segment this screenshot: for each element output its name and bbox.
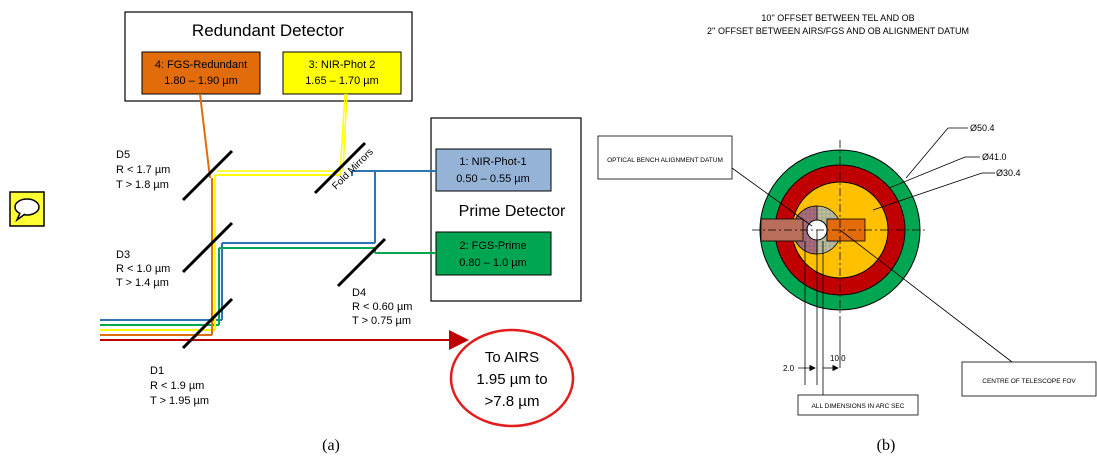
dims-note-box <box>797 394 919 416</box>
dichroic-mirrors <box>181 141 387 350</box>
fgs-redundant-range: 1.80 – 1.90 µm <box>164 75 238 87</box>
nir-phot2-range: 1.65 – 1.70 µm <box>305 75 379 87</box>
mirror-d3 <box>181 221 234 274</box>
nir-phot1-range: 0.50 – 0.55 µm <box>456 173 530 185</box>
centre-fov-label: CENTRE OF TELESCOPE FOV <box>982 378 1076 385</box>
d5-r: R < 1.7 µm <box>116 164 170 176</box>
airs-line2: 1.95 µm to <box>476 371 547 388</box>
fgs-prime-range: 0.80 – 1.0 µm <box>459 257 527 269</box>
centre-fov-box <box>961 361 1097 397</box>
dimension-lines <box>798 230 841 395</box>
airs-line1: To AIRS <box>485 349 539 366</box>
dims-note-label: ALL DIMENSIONS IN ARC SEC <box>812 403 905 410</box>
panel-a-diagram: Redundant Detector 4: FGS-Redundant 1.80… <box>100 11 582 454</box>
diam-inner-label: Ø30.4 <box>996 168 1021 178</box>
diam-outer-label: Ø50.4 <box>970 123 995 133</box>
fgs-redundant-box <box>141 51 261 95</box>
d3-r: R < 1.0 µm <box>116 263 170 275</box>
airs-line3: >7.8 µm <box>485 393 540 410</box>
fgs-prime-label: 2: FGS-Prime <box>459 240 526 252</box>
d4-r: R < 0.60 µm <box>352 301 412 313</box>
datum-label-box <box>597 135 733 180</box>
offset-title-line2: 2'' OFFSET BETWEEN AIRS/FGS AND OB ALIGN… <box>707 26 969 36</box>
panel-b-diagram: 10'' OFFSET BETWEEN TEL AND OB 2'' OFFSE… <box>597 13 1097 454</box>
d1-name: D1 <box>150 365 164 377</box>
mirror-d1 <box>181 297 234 350</box>
d4-t: T > 0.75 µm <box>352 315 411 327</box>
d5-name: D5 <box>116 149 130 161</box>
mirror-d4 <box>336 237 387 288</box>
d1-t: T > 1.95 µm <box>150 395 209 407</box>
dim-2-label: 2.0 <box>783 364 795 373</box>
caption-a: (a) <box>322 437 340 454</box>
fgs-prime-box <box>435 231 552 276</box>
nir-phot1-label: 1: NIR-Phot-1 <box>459 156 526 168</box>
datum-label: OPTICAL BENCH ALIGNMENT DATUM <box>607 157 723 164</box>
offset-title-line1: 10'' OFFSET BETWEEN TEL AND OB <box>761 13 914 23</box>
d3-name: D3 <box>116 249 130 261</box>
diam-middle-label: Ø41.0 <box>982 152 1007 162</box>
fgs-redundant-label: 4: FGS-Redundant <box>155 59 247 71</box>
redundant-detector-title: Redundant Detector <box>192 21 344 40</box>
mirror-d5 <box>181 149 234 202</box>
speech-bubble-icon[interactable] <box>9 191 45 227</box>
nir-phot2-label: 3: NIR-Phot 2 <box>309 59 376 71</box>
mirror-fold <box>313 141 367 195</box>
caption-b: (b) <box>877 437 896 454</box>
d4-name: D4 <box>352 287 366 299</box>
prime-detector-title: Prime Detector <box>459 203 566 220</box>
d5-t: T > 1.8 µm <box>116 179 169 191</box>
beam-paths <box>100 93 469 350</box>
dim-10-label: 10.0 <box>830 354 846 363</box>
d1-r: R < 1.9 µm <box>150 380 204 392</box>
d3-t: T > 1.4 µm <box>116 277 169 289</box>
nir-phot2-box <box>282 51 402 95</box>
airs-ellipse <box>449 328 575 428</box>
